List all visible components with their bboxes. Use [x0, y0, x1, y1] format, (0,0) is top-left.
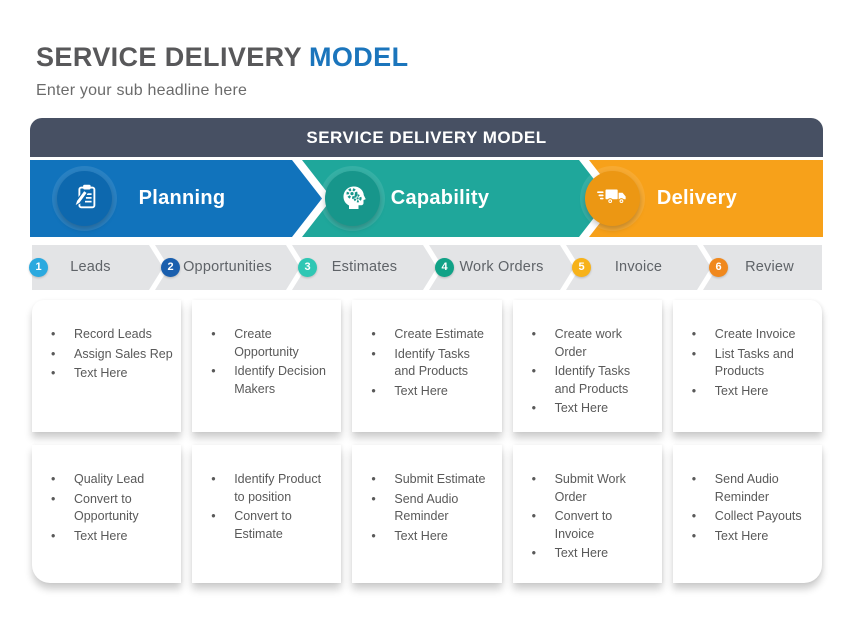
bullet-item: Convert to Estimate	[204, 508, 333, 543]
panel-banner: SERVICE DELIVERY MODEL	[30, 118, 823, 157]
bullet-item: Create Estimate	[364, 326, 493, 344]
phase-chevron-row: Planning Capability Delivery	[30, 160, 823, 237]
page-title-main: SERVICE DELIVERY	[36, 42, 302, 72]
bullet-item: Submit Estimate	[364, 471, 493, 489]
bullet-item: List Tasks and Products	[685, 346, 814, 381]
delivery-badge	[585, 171, 640, 226]
step-strip: Leads Opportunities Estimates Work Order…	[29, 245, 822, 290]
task-card-invoice-1: Create InvoiceList Tasks and ProductsTex…	[672, 300, 822, 432]
step-label: Invoice	[614, 259, 663, 275]
step-number-badge: 2	[161, 258, 180, 277]
bullet-item: Text Here	[685, 383, 814, 401]
bullet-item: Text Here	[364, 528, 493, 546]
phase-label-delivery: Delivery	[656, 187, 738, 209]
step-number-badge: 1	[29, 258, 48, 277]
page-title-accent: MODEL	[308, 42, 409, 72]
bullet-item: Convert to Opportunity	[44, 491, 173, 526]
planning-badge	[57, 171, 112, 226]
capability-badge	[325, 171, 380, 226]
task-card-work-orders-1: Create work OrderIdentify Tasks and Prod…	[512, 300, 662, 432]
bullet-item: Text Here	[364, 383, 493, 401]
bullet-item: Text Here	[44, 528, 173, 546]
bullet-item: Create work Order	[525, 326, 654, 361]
step-label: Review	[745, 259, 794, 275]
step-number-badge: 4	[435, 258, 454, 277]
clipboard-pencil-icon	[70, 181, 100, 216]
bullet-list: Create EstimateIdentify Tasks and Produc…	[364, 326, 493, 400]
head-gears-icon	[337, 180, 369, 217]
bullet-list: Create work OrderIdentify Tasks and Prod…	[525, 326, 654, 418]
bullet-item: Submit Work Order	[525, 471, 654, 506]
bullet-list: Quality LeadConvert to OpportunityText H…	[44, 471, 173, 545]
step-label: Work Orders	[459, 259, 544, 275]
bullet-item: Assign Sales Rep	[44, 346, 173, 364]
sub-headline: Enter your sub headline here	[36, 82, 248, 99]
task-card-work-orders-2: Submit Work OrderConvert to InvoiceText …	[512, 445, 662, 583]
step-number-badge: 3	[298, 258, 317, 277]
bullet-list: Identify Product to positionConvert to E…	[204, 471, 333, 543]
phase-label-capability: Capability	[390, 187, 490, 209]
task-card-review-2: Send Audio ReminderCollect PayoutsText H…	[672, 445, 822, 583]
bullet-list: Record LeadsAssign Sales RepText Here	[44, 326, 173, 383]
bullet-item: Text Here	[525, 400, 654, 418]
bullet-item: Identify Tasks and Products	[525, 363, 654, 398]
bullet-list: Send Audio ReminderCollect PayoutsText H…	[685, 471, 814, 545]
step-segment-leads: Leads	[32, 245, 163, 290]
step-label: Opportunities	[183, 259, 272, 275]
bullet-list: Submit Work OrderConvert to InvoiceText …	[525, 471, 654, 563]
task-card-estimates-1: Create EstimateIdentify Tasks and Produc…	[352, 300, 502, 432]
step-label: Leads	[70, 259, 111, 275]
bullet-list: Create OpportunityIdentify Decision Make…	[204, 326, 333, 398]
bullet-list: Create InvoiceList Tasks and ProductsTex…	[685, 326, 814, 400]
step-segment-opportunities: Opportunities	[155, 245, 300, 290]
task-card-opportunities-2: Identify Product to positionConvert to E…	[192, 445, 342, 583]
bullet-item: Identify Decision Makers	[204, 363, 333, 398]
task-card-row-1: Record LeadsAssign Sales RepText Here Cr…	[32, 300, 822, 432]
task-card-opportunities-1: Create OpportunityIdentify Decision Make…	[192, 300, 342, 432]
bullet-list: Submit EstimateSend Audio ReminderText H…	[364, 471, 493, 545]
bullet-item: Create Opportunity	[204, 326, 333, 361]
phase-label-planning: Planning	[138, 187, 226, 209]
bullet-item: Text Here	[525, 545, 654, 563]
bullet-item: Identify Product to position	[204, 471, 333, 506]
bullet-item: Create Invoice	[685, 326, 814, 344]
step-number-badge: 6	[709, 258, 728, 277]
diagram-panel: SERVICE DELIVERY MODEL	[29, 118, 823, 583]
bullet-item: Text Here	[44, 365, 173, 383]
delivery-truck-icon	[596, 181, 630, 216]
task-card-leads-1: Record LeadsAssign Sales RepText Here	[32, 300, 182, 432]
task-card-leads-2: Quality LeadConvert to OpportunityText H…	[32, 445, 182, 583]
bullet-item: Send Audio Reminder	[364, 491, 493, 526]
bullet-item: Send Audio Reminder	[685, 471, 814, 506]
bullet-item: Text Here	[685, 528, 814, 546]
bullet-item: Collect Payouts	[685, 508, 814, 526]
bullet-item: Convert to Invoice	[525, 508, 654, 543]
task-card-estimates-2: Submit EstimateSend Audio ReminderText H…	[352, 445, 502, 583]
step-segment-estimates: Estimates	[292, 245, 437, 290]
bullet-item: Quality Lead	[44, 471, 173, 489]
bullet-item: Record Leads	[44, 326, 173, 344]
task-card-row-2: Quality LeadConvert to OpportunityText H…	[32, 445, 822, 583]
step-number-badge: 5	[572, 258, 591, 277]
step-label: Estimates	[331, 259, 398, 275]
bullet-item: Identify Tasks and Products	[364, 346, 493, 381]
